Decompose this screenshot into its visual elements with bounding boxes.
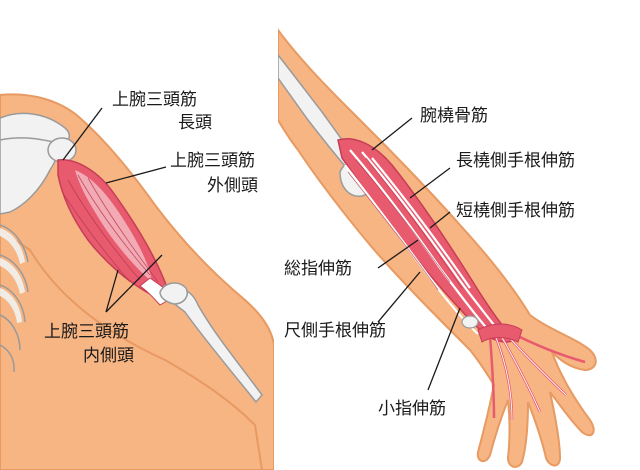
svg-text:外側頭: 外側頭 xyxy=(207,176,258,196)
svg-text:内側頭: 内側頭 xyxy=(83,346,134,366)
svg-text:上腕三頭筋: 上腕三頭筋 xyxy=(44,322,129,342)
clavicle-bone xyxy=(0,112,70,145)
extensor-retinaculum xyxy=(477,323,523,343)
label-ext-carpi-radialis-longus: 長橈側手根伸筋 xyxy=(456,151,575,171)
panel-divider xyxy=(274,0,278,470)
rib-fill xyxy=(0,228,25,323)
svg-text:長頭: 長頭 xyxy=(178,113,212,133)
forearm-panel xyxy=(278,28,597,468)
ulna-bone xyxy=(164,287,263,404)
upper-arm-panel xyxy=(0,93,274,470)
humeral-head xyxy=(47,137,77,163)
svg-text:上腕三頭筋: 上腕三頭筋 xyxy=(170,151,255,171)
label-ext-carpi-radialis-brevis: 短橈側手根伸筋 xyxy=(456,201,575,221)
ulna-head xyxy=(461,315,479,329)
label-brachioradialis: 腕橈骨筋 xyxy=(420,106,488,126)
label-ext-digiti-minimi: 小指伸筋 xyxy=(378,399,446,419)
left-leader-lines xyxy=(62,107,167,313)
rib-cage xyxy=(0,224,29,373)
arm-inner-edge xyxy=(0,228,264,470)
label-triceps-lateral-head: 上腕三頭筋 外側頭 xyxy=(170,151,258,196)
label-triceps-long-head: 上腕三頭筋 長頭 xyxy=(112,90,212,133)
label-ext-digitorum: 総指伸筋 xyxy=(284,259,352,279)
label-triceps-medial-head: 上腕三頭筋 内側頭 xyxy=(44,322,134,366)
olecranon xyxy=(159,282,188,305)
label-ext-carpi-ulnaris: 尺側手根伸筋 xyxy=(284,321,386,341)
svg-text:上腕三頭筋: 上腕三頭筋 xyxy=(112,90,197,110)
right-leader-lines xyxy=(371,117,461,391)
forearm-fibers xyxy=(347,157,463,291)
